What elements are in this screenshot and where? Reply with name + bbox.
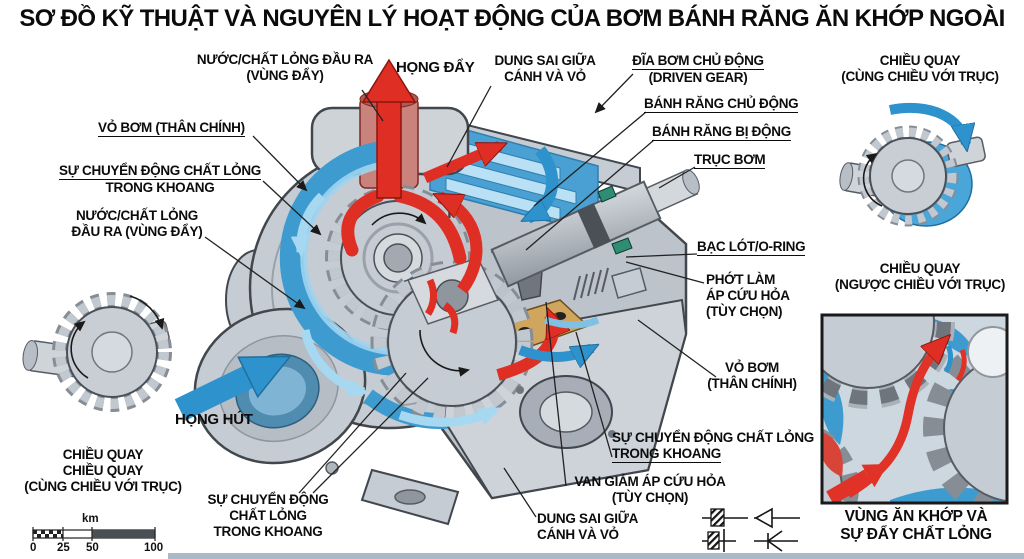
- oring-seal: [611, 237, 633, 255]
- label-clearance-bottom: DUNG SAI GIỮA CÁNH VÀ VỎ: [537, 511, 639, 542]
- bottom-strip: [168, 553, 1024, 559]
- check-valve-symbol: [754, 507, 800, 529]
- left-gear-illustration: [22, 292, 172, 412]
- rotation-arrow: [129, 295, 165, 330]
- scale-tick-100: 100: [144, 542, 164, 554]
- hatched-wall-symbol: [702, 529, 736, 552]
- label-rotation-left: CHIỀU QUAY CHIỀU QUAY (CÙNG CHIỀU VỚI TR…: [24, 447, 182, 494]
- page-title: SƠ ĐỒ KỸ THUẬT VÀ NGUYÊN LÝ HOẠT ĐỘNG CỦ…: [19, 5, 1005, 32]
- label-fire-seal: PHỚT LÀM ÁP CỨU HỎA (TÙY CHỌN): [706, 272, 790, 319]
- label-pump-casing-right: VỎ BƠM (THÂN CHÍNH): [707, 360, 797, 391]
- scale-unit: km: [82, 513, 99, 525]
- label-relief-valve: VAN GIẢM ÁP CỨU HỎA (TÙY CHỌN): [574, 474, 726, 505]
- oring-seal: [597, 185, 617, 203]
- label-rotation-right-bottom: CHIỀU QUAY (NGƯỢC CHIỀU VỚI TRỤC): [834, 261, 1006, 292]
- pump-face-details: [325, 375, 616, 526]
- label-outlet-left: NƯỚC/CHẤT LỎNG ĐẦU RA (VÙNG ĐẨY): [71, 208, 203, 239]
- gear-rotation-arrows: [371, 212, 470, 377]
- suction-flow-arrows: [174, 146, 598, 427]
- relief-valve: [573, 267, 647, 301]
- scale-bar: [32, 527, 156, 541]
- label-clearance-top: DUNG SAI GIỮA CÁNH VÀ VỎ: [494, 53, 596, 84]
- label-rotation-right-top: CHIỀU QUAY (CÙNG CHIỀU VỚI TRỤC): [841, 53, 999, 84]
- rotation-arrow-blue: [889, 102, 966, 144]
- pump-shaft-part: [490, 169, 700, 288]
- label-mesh-zone: VÙNG ĂN KHỚP VÀ SỰ ĐẨY CHẤT LỎNG: [840, 508, 992, 544]
- label-fluid-motion-right: SỰ CHUYỂN ĐỘNG CHẤT LỎNG TRONG KHOANG: [612, 430, 815, 463]
- label-suction-port: HỌNG HÚT: [175, 411, 253, 428]
- scale-tick-50: 50: [86, 542, 99, 554]
- hatched-port-symbol: [702, 508, 748, 527]
- driven-gear-part: [370, 257, 534, 424]
- label-driven-disc: ĐĨA BƠM CHỦ ĐỘNG (DRIVEN GEAR): [632, 53, 764, 85]
- label-fluid-motion-left: SỰ CHUYỂN ĐỘNG CHẤT LỎNG TRONG KHOANG: [58, 163, 261, 195]
- scale-tick-0: 0: [30, 542, 37, 554]
- valve-symbols: [702, 507, 800, 552]
- leader-lines: [204, 73, 717, 518]
- label-bushing-oring: BẠC LÓT/O-RING: [697, 239, 806, 256]
- label-outlet-top: NƯỚC/CHẤT LỎNG ĐẦU RA (VÙNG ĐẨY): [196, 52, 374, 83]
- suction-arrow: [237, 355, 292, 399]
- label-driven-gear: BÁNH RĂNG BỊ ĐỘNG: [652, 124, 791, 141]
- discharge-arrow: [361, 58, 417, 199]
- label-discharge-port: HỌNG ĐẨY: [396, 59, 475, 76]
- label-pump-shaft: TRỤC BƠM: [694, 152, 766, 169]
- right-gear-illustration: [839, 102, 986, 227]
- scale-tick-25: 25: [57, 542, 70, 554]
- mesh-inset: [820, 313, 1009, 505]
- label-fluid-motion-bottom: SỰ CHUYỂN ĐỘNG CHẤT LỎNG TRONG KHOANG: [207, 492, 329, 539]
- inset-border: [820, 313, 1009, 505]
- arrow-stop-symbol: [754, 530, 798, 552]
- label-drive-gear: BÁNH RĂNG CHỦ ĐỘNG: [644, 96, 799, 113]
- label-pump-casing-left: VỎ BƠM (THÂN CHÍNH): [98, 120, 245, 137]
